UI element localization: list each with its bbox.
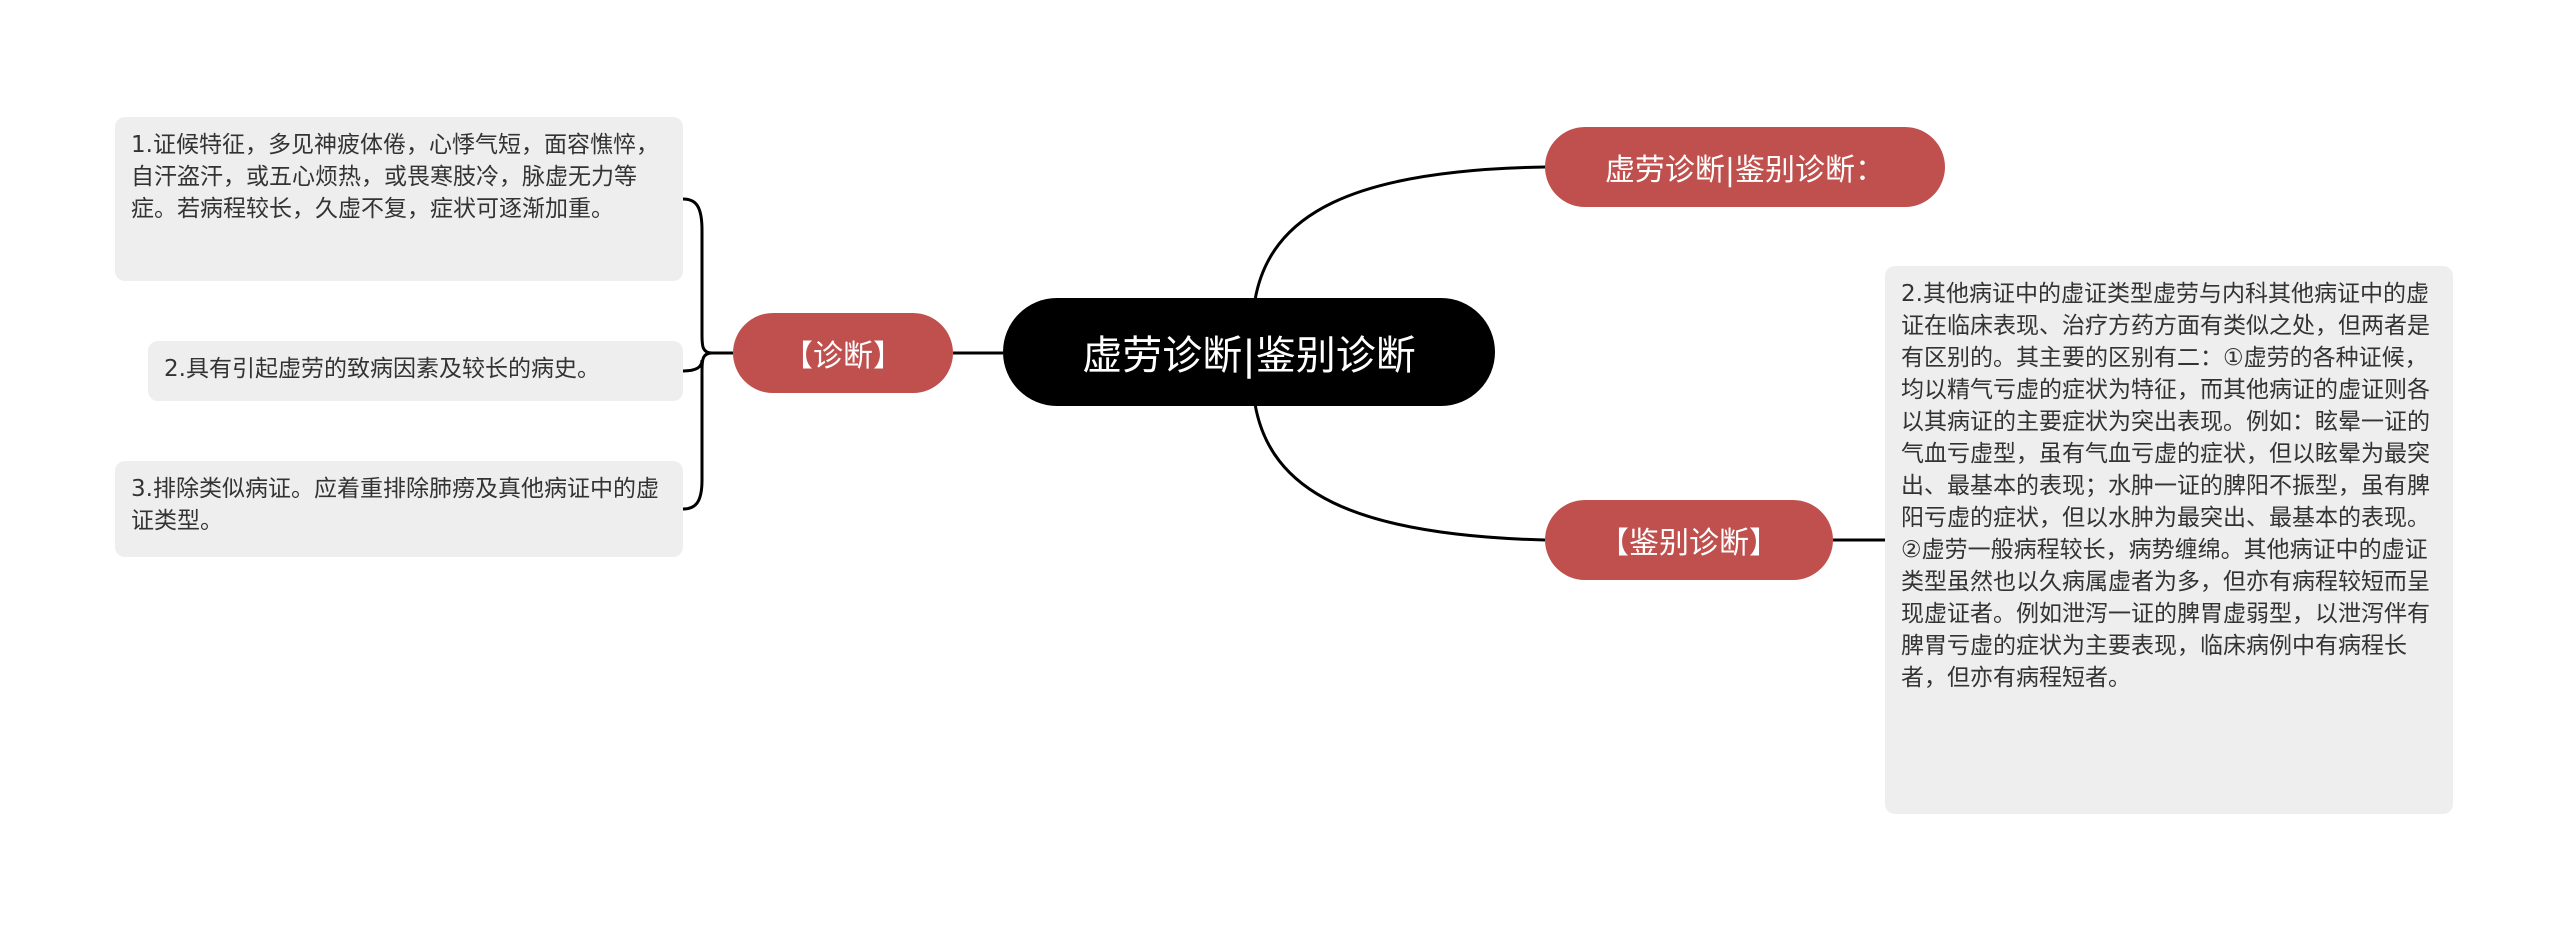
connector-diagnosis-leaf2 <box>682 359 704 373</box>
leaf-diagnosis-2-text: 2.具有引起虚劳的致病因素及较长的病史。 <box>164 356 600 382</box>
leaf-differential-2[interactable]: 2.其他病证中的虚证类型虚劳与内科其他病证中的虚证在临床表现、治疗方药方面有类似… <box>1885 266 2453 814</box>
connector-root-differential <box>1253 403 1546 542</box>
connector-diagnosis-leaf3 <box>682 351 713 511</box>
leaf-diagnosis-2[interactable]: 2.具有引起虚劳的致病因素及较长的病史。 <box>148 341 683 401</box>
root-node[interactable]: 虚劳诊断|鉴别诊断 <box>1003 298 1495 406</box>
leaf-diagnosis-3-text: 3.排除类似病证。应着重排除肺痨及真他病证中的虚证类型。 <box>131 476 659 534</box>
leaf-diagnosis-1[interactable]: 1.证候特征，多见神疲体倦，心悸气短，面容憔悴，自汗盗汗，或五心烦热，或畏寒肢冷… <box>115 117 683 281</box>
branch-node-diagnosis[interactable]: 【诊断】 <box>733 313 953 393</box>
branch-title-label: 虚劳诊断|鉴别诊断： <box>1604 153 1886 188</box>
branch-diagnosis-label: 【诊断】 <box>783 339 903 374</box>
leaf-diagnosis-3[interactable]: 3.排除类似病证。应着重排除肺痨及真他病证中的虚证类型。 <box>115 461 683 557</box>
connector-diagnosis-leaf1 <box>682 197 733 355</box>
branch-node-differential[interactable]: 【鉴别诊断】 <box>1545 500 1833 580</box>
root-label: 虚劳诊断|鉴别诊断 <box>1082 333 1416 379</box>
branch-node-title[interactable]: 虚劳诊断|鉴别诊断： <box>1545 127 1945 207</box>
connector-root-title <box>1253 165 1546 301</box>
branch-differential-label: 【鉴别诊断】 <box>1599 526 1779 561</box>
leaf-diagnosis-1-text: 1.证候特征，多见神疲体倦，心悸气短，面容憔悴，自汗盗汗，或五心烦热，或畏寒肢冷… <box>131 132 659 222</box>
leaf-differential-2-text: 2.其他病证中的虚证类型虚劳与内科其他病证中的虚证在临床表现、治疗方药方面有类似… <box>1901 281 2430 691</box>
